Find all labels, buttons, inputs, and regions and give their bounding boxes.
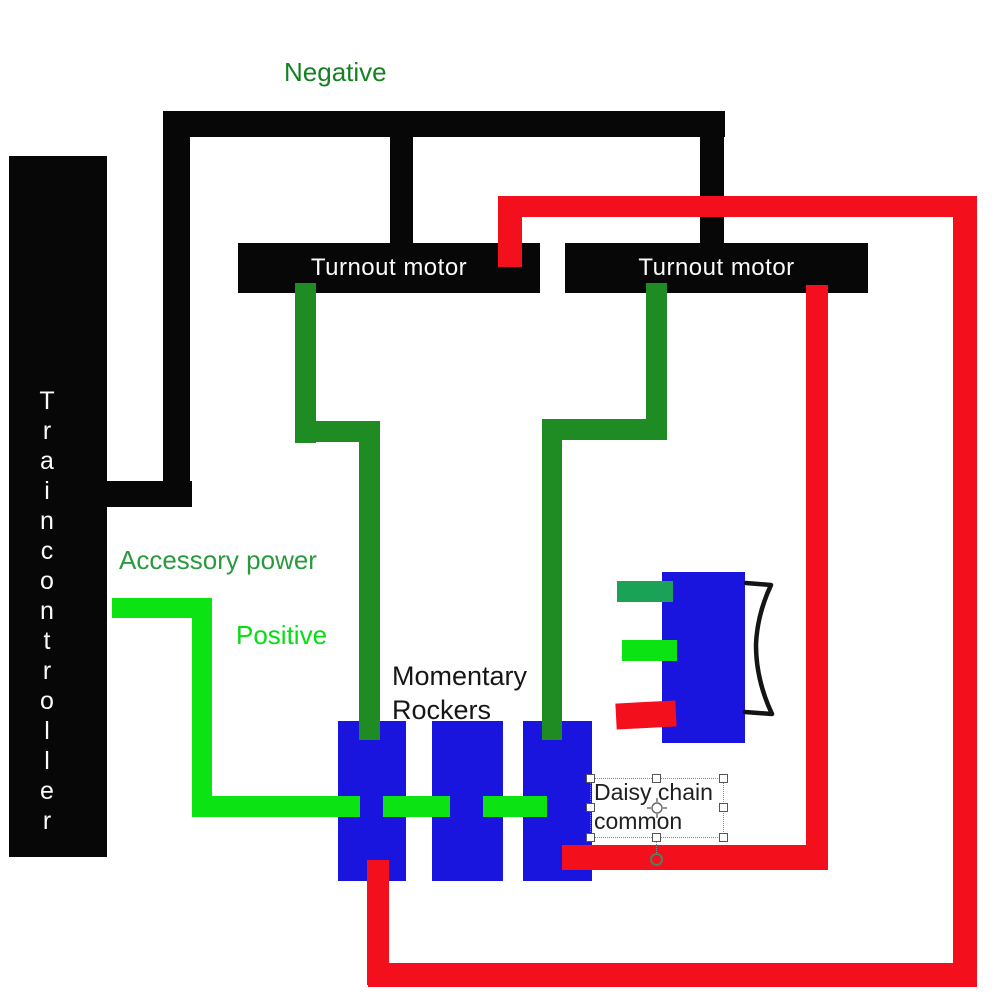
turnout-motor-1-label: Turnout motor xyxy=(310,254,468,281)
selection-handle-bottom-right[interactable] xyxy=(719,833,728,842)
selection-handle-middle-right[interactable] xyxy=(719,803,728,812)
selection-handle-bottom-middle[interactable] xyxy=(652,833,661,842)
red-wire-right-vertical xyxy=(953,196,977,987)
turnout-motor-2-label: Turnout motor xyxy=(638,254,795,281)
rotation-handle[interactable] xyxy=(650,853,663,866)
component-bright-green-pin xyxy=(622,640,677,661)
accessory-power-label: Accessory power xyxy=(119,545,317,575)
positive-wire-controller-stub xyxy=(112,598,212,618)
positive-wire-dash-3 xyxy=(483,796,547,817)
negative-label: Negative xyxy=(284,57,387,87)
daisy-chain-label-line1: Daisy chain xyxy=(594,779,713,805)
negative-wire-left-vertical xyxy=(163,111,190,505)
selection-handle-top-middle[interactable] xyxy=(652,774,661,783)
positive-label: Positive xyxy=(236,620,328,650)
red-wire-bottom-horizontal xyxy=(368,963,977,987)
component-red-pin xyxy=(615,700,677,730)
green-wire-motor1-vertical xyxy=(295,283,316,443)
train-controller-box: T r a i n c o n t r o l l e r xyxy=(9,156,107,857)
selection-box[interactable] xyxy=(586,774,728,866)
red-wire-top-horizontal xyxy=(498,196,975,217)
negative-wire-top-bar xyxy=(163,111,725,137)
daisy-chain-label-line2: common xyxy=(594,808,683,834)
negative-wire-controller-stub xyxy=(104,481,192,507)
negative-wire-drop-to-motor-2 xyxy=(700,130,724,250)
green-wire-motor2-jog xyxy=(542,419,667,440)
turnout-motor-2-box: Turnout motor xyxy=(565,243,868,293)
selection-handle-bottom-left[interactable] xyxy=(586,833,595,842)
red-wire-rocker1-drop xyxy=(367,860,389,985)
momentary-rockers-label-line2: Rockers xyxy=(392,695,492,725)
selection-handle-top-right[interactable] xyxy=(719,774,728,783)
red-wire-motor2-drop xyxy=(806,285,828,870)
negative-wire-drop-to-motor-1 xyxy=(390,130,413,250)
component-green-pin xyxy=(617,581,673,602)
turnout-motor-1-box: Turnout motor xyxy=(238,243,540,293)
green-wire-motor2-vertical xyxy=(646,283,667,440)
rotation-handle-connector xyxy=(656,837,657,853)
momentary-rockers-label-line1: Momentary xyxy=(392,661,528,691)
green-wire-motor1-jog xyxy=(295,421,380,442)
green-wire-motor2-drop xyxy=(542,419,562,740)
positive-wire-dash-2 xyxy=(383,796,450,817)
train-controller-label: T r a i n c o n t r o l l e r xyxy=(39,387,55,835)
red-wire-daisy-chain-horizontal xyxy=(562,845,828,870)
selection-handle-middle-left[interactable] xyxy=(586,803,595,812)
component-bracket-icon xyxy=(742,580,775,717)
momentary-rockers-label: Momentary Rockers xyxy=(392,659,527,727)
selection-center-crosshair-icon xyxy=(647,798,667,818)
green-wire-motor1-drop xyxy=(359,421,380,740)
positive-wire-run-to-rockers xyxy=(192,796,360,817)
selection-handle-top-left[interactable] xyxy=(586,774,595,783)
positive-wire-vertical xyxy=(192,598,212,817)
daisy-chain-common-label[interactable]: Daisy chain common xyxy=(594,778,713,836)
